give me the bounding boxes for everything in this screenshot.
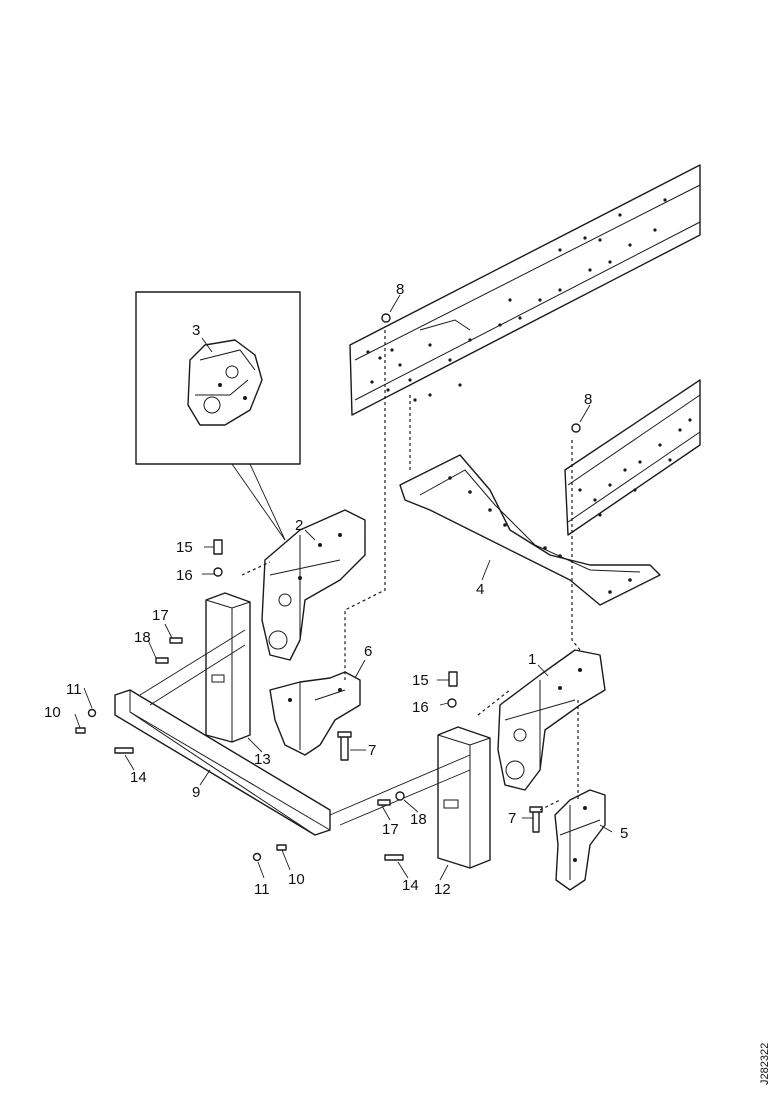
callout-17a: 17 (152, 607, 169, 624)
callouts: 3 2 1 4 5 6 7 7 8 8 9 10 10 11 11 12 13 … (44, 281, 628, 898)
bracket-1 (497, 649, 606, 791)
assembly-lines (241, 330, 581, 811)
document-id: J282322 (759, 1043, 771, 1085)
callout-18b: 18 (410, 811, 427, 828)
callout-10a: 10 (44, 704, 61, 721)
callout-1: 1 (528, 651, 536, 668)
leader-lines (74, 294, 613, 881)
callout-8a: 8 (396, 281, 404, 298)
fasteners (75, 539, 458, 862)
callout-11b: 11 (254, 881, 270, 898)
callout-5: 5 (620, 825, 628, 842)
cross-member (399, 454, 661, 606)
nuts-8 (381, 313, 581, 433)
upper-frame-rail (349, 164, 701, 416)
callout-14b: 14 (402, 877, 419, 894)
callout-8b: 8 (584, 391, 592, 408)
callout-10b: 10 (288, 871, 305, 888)
bracket-5 (554, 789, 606, 891)
through-rods (139, 629, 471, 826)
detail-inset (135, 291, 301, 465)
callout-13: 13 (254, 751, 271, 768)
callout-6: 6 (364, 643, 372, 660)
inset-pointer-line (231, 463, 286, 541)
callout-12: 12 (434, 881, 451, 898)
bracket-6 (269, 671, 361, 756)
callout-17b: 17 (382, 821, 399, 838)
callout-2: 2 (295, 517, 303, 534)
block-12 (437, 726, 491, 869)
callout-15a: 15 (176, 539, 193, 556)
callout-7a: 7 (368, 742, 376, 759)
callout-4: 4 (476, 581, 484, 598)
callout-3: 3 (192, 322, 200, 339)
callout-14a: 14 (130, 769, 147, 786)
lower-frame-rail (564, 379, 701, 536)
callout-15b: 15 (412, 672, 429, 689)
block-13 (205, 592, 251, 743)
bracket-2 (261, 509, 366, 661)
callout-11a: 11 (66, 681, 82, 698)
callout-16a: 16 (176, 567, 193, 584)
bolts-7 (337, 731, 543, 833)
callout-16b: 16 (412, 699, 429, 716)
beam-9 (114, 689, 331, 836)
callout-7b: 7 (508, 810, 516, 827)
callout-18a: 18 (134, 629, 151, 646)
callout-9: 9 (192, 784, 200, 801)
